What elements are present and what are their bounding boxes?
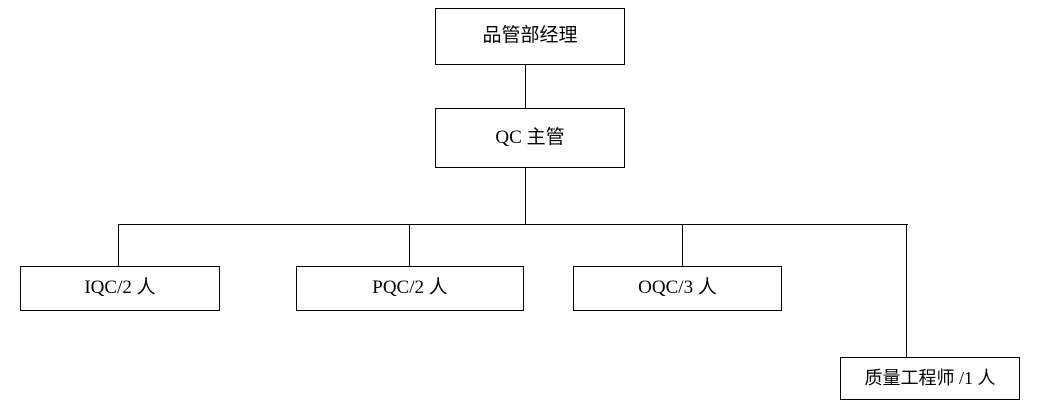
connector-qc-supervisor-stem: [525, 168, 527, 225]
connector-drop-oqc: [682, 224, 684, 266]
node-qc-supervisor: QC 主管: [435, 108, 625, 168]
connector-drop-iqc: [118, 224, 120, 266]
node-pqc-label: PQC/2 人: [372, 277, 448, 299]
node-manager: 品管部经理: [435, 8, 625, 65]
connector-manager-to-qc-supervisor: [525, 65, 527, 108]
connector-drop-quality-engineer: [906, 224, 908, 357]
node-manager-label: 品管部经理: [482, 25, 578, 47]
connector-horizontal-bus: [118, 224, 908, 226]
node-iqc: IQC/2 人: [20, 266, 220, 311]
node-qc-supervisor-label: QC 主管: [495, 126, 565, 148]
connector-drop-pqc: [409, 224, 411, 266]
node-quality-engineer: 质量工程师 /1 人: [840, 357, 1020, 400]
node-oqc-label: OQC/3 人: [638, 277, 717, 299]
node-pqc: PQC/2 人: [296, 266, 524, 311]
node-iqc-label: IQC/2 人: [84, 277, 156, 299]
node-quality-engineer-label: 质量工程师 /1 人: [864, 367, 996, 388]
node-oqc: OQC/3 人: [573, 266, 782, 311]
